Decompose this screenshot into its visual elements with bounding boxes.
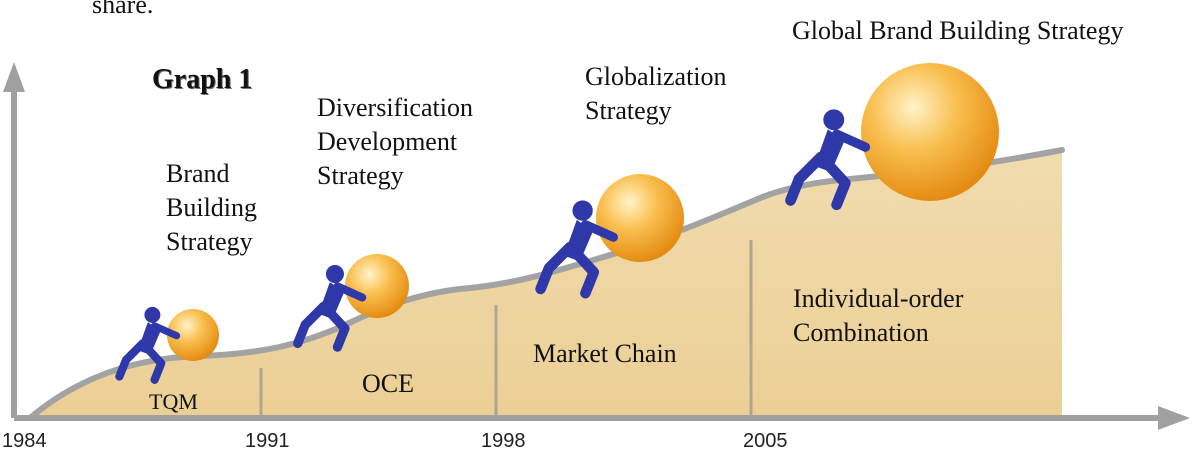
pushing-figure-icon [293,264,367,352]
year-label-1991: 1991 [245,430,290,452]
year-label-1984: 1984 [2,430,47,452]
region-label-market-chain: Market Chain [533,339,677,368]
strategy-line: Building [166,193,258,222]
ball-icon [167,309,219,361]
year-label-1998: 1998 [481,430,526,452]
region-line: Individual-order [793,284,964,313]
ball-icon [861,63,999,201]
graph-label: Graph 1 [152,64,253,95]
pushing-figure-icon [785,109,871,211]
ball-icon [345,254,409,318]
strategy-line: Strategy [585,96,672,125]
pushing-figure-icon [115,306,181,384]
strategy-label-4: Global Brand Building Strategy [792,14,1123,48]
strategy-label-2: Diversification Development Strategy [317,91,473,193]
year-label-2005: 2005 [743,430,788,452]
strategy-line: Strategy [317,161,404,190]
region-label-individual-order: Individual-order Combination [793,282,963,350]
strategy-line: Strategy [166,227,253,256]
region-label-tqm: TQM [149,389,198,414]
ball-icon [596,174,684,262]
top-text-fragment: share. [92,0,154,19]
strategy-line: Global Brand Building Strategy [792,16,1124,45]
pushing-figure-icon [535,200,618,299]
strategy-line: Globalization [585,62,727,91]
strategy-line: Brand [166,159,230,188]
strategy-label-3: Globalization Strategy [585,60,727,128]
arrow-up-icon [3,62,25,418]
strategy-line: Development [317,127,458,156]
strategy-label-1: Brand Building Strategy [166,157,257,259]
strategy-line: Diversification [317,93,473,122]
arrow-right-icon [14,406,1190,430]
region-line: Combination [793,318,929,347]
region-label-oce: OCE [362,369,414,398]
